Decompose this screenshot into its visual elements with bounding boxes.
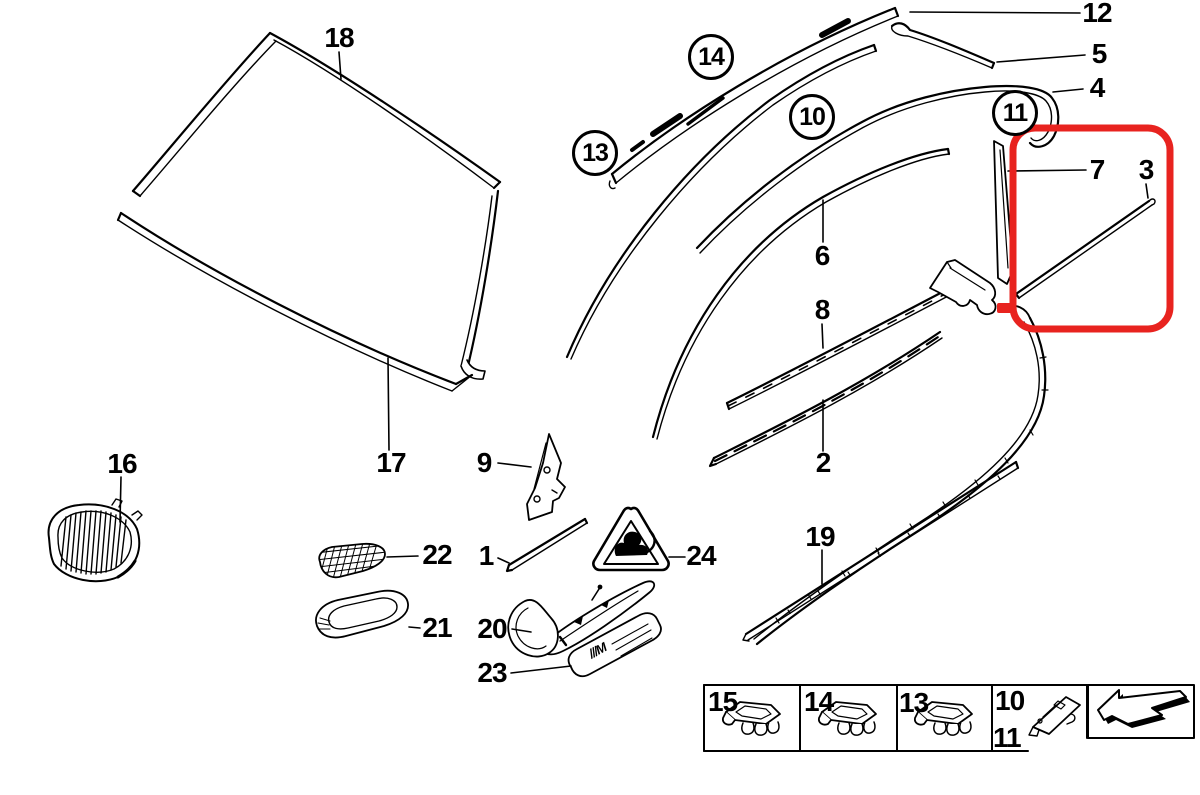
part-label-3[interactable]: 3 [1138, 154, 1155, 185]
side-repeater-20 [507, 580, 656, 658]
part-label-20[interactable]: 20 [477, 613, 507, 644]
oval-trim-21 [315, 589, 409, 639]
mirror-triangle-9 [526, 433, 566, 521]
part-label-24[interactable]: 24 [686, 540, 716, 571]
part-label-5[interactable]: 5 [1091, 38, 1108, 69]
windshield-upper-moulding [131, 31, 502, 380]
legend-clip-icon-10-11 [1028, 696, 1081, 737]
mesh-grille-22 [318, 542, 386, 579]
clip-callout-11[interactable]: 11 [992, 90, 1038, 136]
part-label-2[interactable]: 2 [815, 447, 832, 478]
windshield-lower-moulding [116, 211, 474, 392]
m-badge-23 [567, 612, 662, 678]
clip-callout-10[interactable]: 10 [789, 94, 835, 140]
part-label-18[interactable]: 18 [324, 22, 354, 53]
warning-label-24 [592, 506, 670, 572]
legend-label-14[interactable]: 14 [804, 686, 834, 717]
legend-label-15[interactable]: 15 [708, 686, 738, 717]
legend-label-13[interactable]: 13 [899, 687, 929, 718]
window-frame-arc-6 [651, 147, 951, 440]
trim-strip-5 [890, 22, 996, 70]
part-label-19[interactable]: 19 [805, 521, 835, 552]
part-label-4[interactable]: 4 [1089, 72, 1106, 103]
part-label-7[interactable]: 7 [1089, 154, 1106, 185]
part-label-22[interactable]: 22 [422, 539, 452, 570]
clip-callout-13[interactable]: 13 [572, 130, 618, 176]
roof-frame-arc-4 [695, 84, 1060, 254]
trim-strip-1 [505, 517, 589, 573]
page-arrow-icon [1097, 689, 1190, 728]
door-aperture-seal [753, 305, 1049, 646]
part-label-21[interactable]: 21 [422, 612, 452, 643]
legend-label-11[interactable]: 11 [993, 722, 1022, 753]
part-label-8[interactable]: 8 [814, 294, 831, 325]
part-label-17[interactable]: 17 [376, 447, 406, 478]
part-label-6[interactable]: 6 [814, 240, 831, 271]
trim-strip-3 [1014, 198, 1156, 300]
weatherstrip-8 [725, 259, 997, 411]
highlight-box [1009, 124, 1174, 333]
roof-moulding-strip-12 [608, 6, 900, 190]
part-label-12[interactable]: 12 [1082, 0, 1112, 28]
legend-table [703, 684, 1195, 752]
leader-lines [119, 11, 1149, 674]
highlight-annotation [997, 124, 1174, 333]
side-window-upper-trim [565, 43, 878, 360]
clip-callout-14[interactable]: 14 [688, 34, 734, 80]
part-label-9[interactable]: 9 [476, 447, 493, 478]
part-label-1[interactable]: 1 [478, 540, 495, 571]
legend-label-10[interactable]: 10 [995, 685, 1025, 716]
part-label-16[interactable]: 16 [107, 448, 137, 479]
kidney-grille-16 [47, 498, 143, 583]
part-label-23[interactable]: 23 [477, 657, 507, 688]
legend-arrow-box [1087, 684, 1195, 739]
